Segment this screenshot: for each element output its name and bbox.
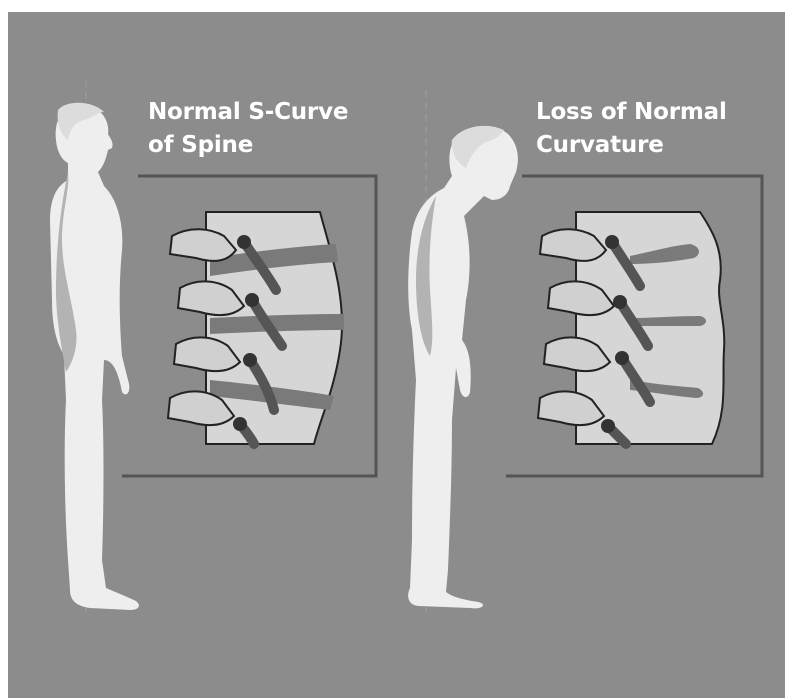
loss-curvature-title-line1: Loss of Normal (536, 96, 727, 129)
normal-curve-title: Normal S-Curve of Spine (148, 96, 348, 162)
upright-figure (50, 103, 139, 610)
loss-curvature-title: Loss of Normal Curvature (536, 96, 727, 162)
curved-spine-segment (168, 212, 344, 444)
normal-curve-title-line1: Normal S-Curve (148, 96, 348, 129)
flattened-spine-segment (538, 212, 724, 444)
slouched-figure (408, 126, 518, 608)
loss-of-curvature-panel (408, 90, 762, 612)
loss-curvature-title-line2: Curvature (536, 129, 727, 162)
normal-curve-title-line2: of Spine (148, 129, 348, 162)
